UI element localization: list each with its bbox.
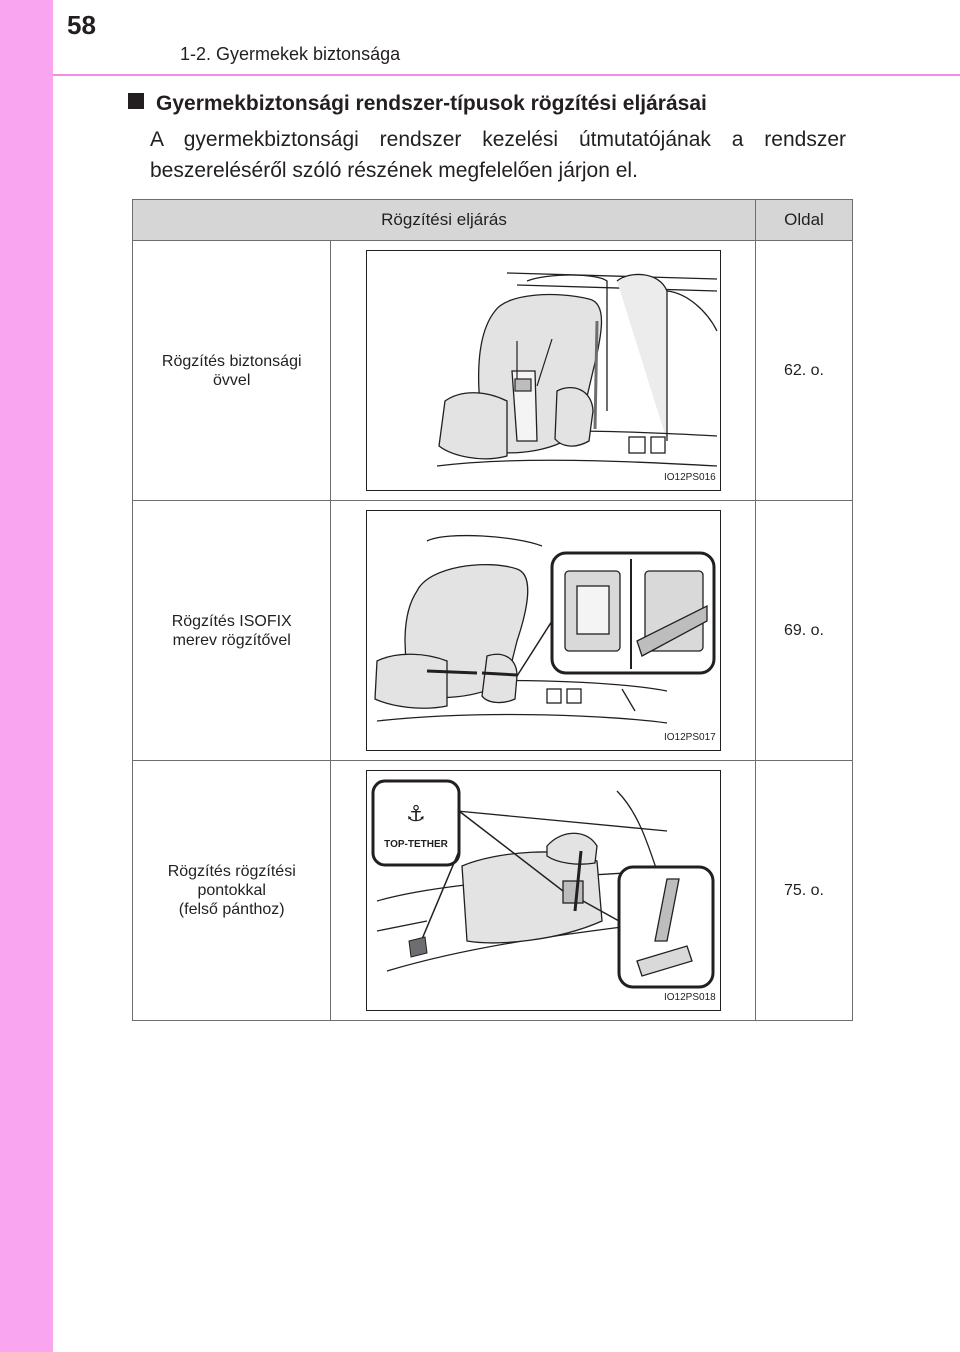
top-tether-badge	[371, 779, 461, 867]
figure-code: IO12PS016	[663, 472, 716, 483]
table-row: Rögzítés ISOFIX merev rögzítővel	[131, 500, 854, 761]
badge-label: TOP-TETHER	[384, 839, 448, 850]
child-seat-isofix-illustration	[374, 534, 716, 724]
section-title-text: Gyermekbiztonsági rendszer-típusok rögzí…	[156, 92, 707, 115]
procedure-table: Rögzítési eljárás Oldal Rögzítés biztons…	[131, 199, 854, 1021]
header-method: Rögzítési eljárás	[132, 199, 756, 241]
top-tether-install-figure: ⚓ TOP-TETHER IO12PS018	[365, 770, 721, 1011]
child-seat-seatbelt-illustration	[436, 272, 718, 467]
table-row: Rögzítés rögzítési pontokkal (felső pánt…	[131, 760, 854, 1021]
seatbelt-install-figure: IO12PS016	[365, 250, 721, 491]
page-ref[interactable]: 75. o.	[754, 760, 854, 1021]
table-header-row: Rögzítési eljárás Oldal	[132, 199, 854, 241]
side-color-band	[0, 0, 53, 1352]
isofix-install-figure: IO12PS017	[365, 510, 721, 751]
table-row: Rögzítés biztonsági övvel	[131, 240, 854, 501]
figure-code: IO12PS017	[663, 732, 716, 743]
section-title: Gyermekbiztonsági rendszer-típusok rögzí…	[128, 92, 707, 116]
anchor-icon: ⚓	[406, 802, 426, 827]
method-cell: Rögzítés rögzítési pontokkal (felső pánt…	[131, 760, 332, 1021]
figure-cell: IO12PS016	[330, 240, 756, 501]
header-page: Oldal	[754, 199, 854, 241]
page-ref[interactable]: 62. o.	[754, 240, 854, 501]
method-cell: Rögzítés biztonsági övvel	[131, 240, 332, 501]
figure-cell: IO12PS017	[330, 500, 756, 761]
chapter-title: 1-2. Gyermekek biztonsága	[180, 44, 401, 64]
figure-code: IO12PS018	[663, 992, 716, 1003]
page-ref[interactable]: 69. o.	[754, 500, 854, 761]
page-number: 58	[67, 10, 96, 40]
figure-cell: ⚓ TOP-TETHER IO12PS018	[330, 760, 756, 1021]
header-rule	[53, 74, 960, 76]
child-seat-top-tether-illustration: ⚓ TOP-TETHER	[371, 779, 715, 989]
section-body: A gyermekbiztonsági rendszer kezelési út…	[150, 128, 846, 182]
square-bullet-icon	[128, 93, 144, 109]
method-cell: Rögzítés ISOFIX merev rögzítővel	[131, 500, 332, 761]
